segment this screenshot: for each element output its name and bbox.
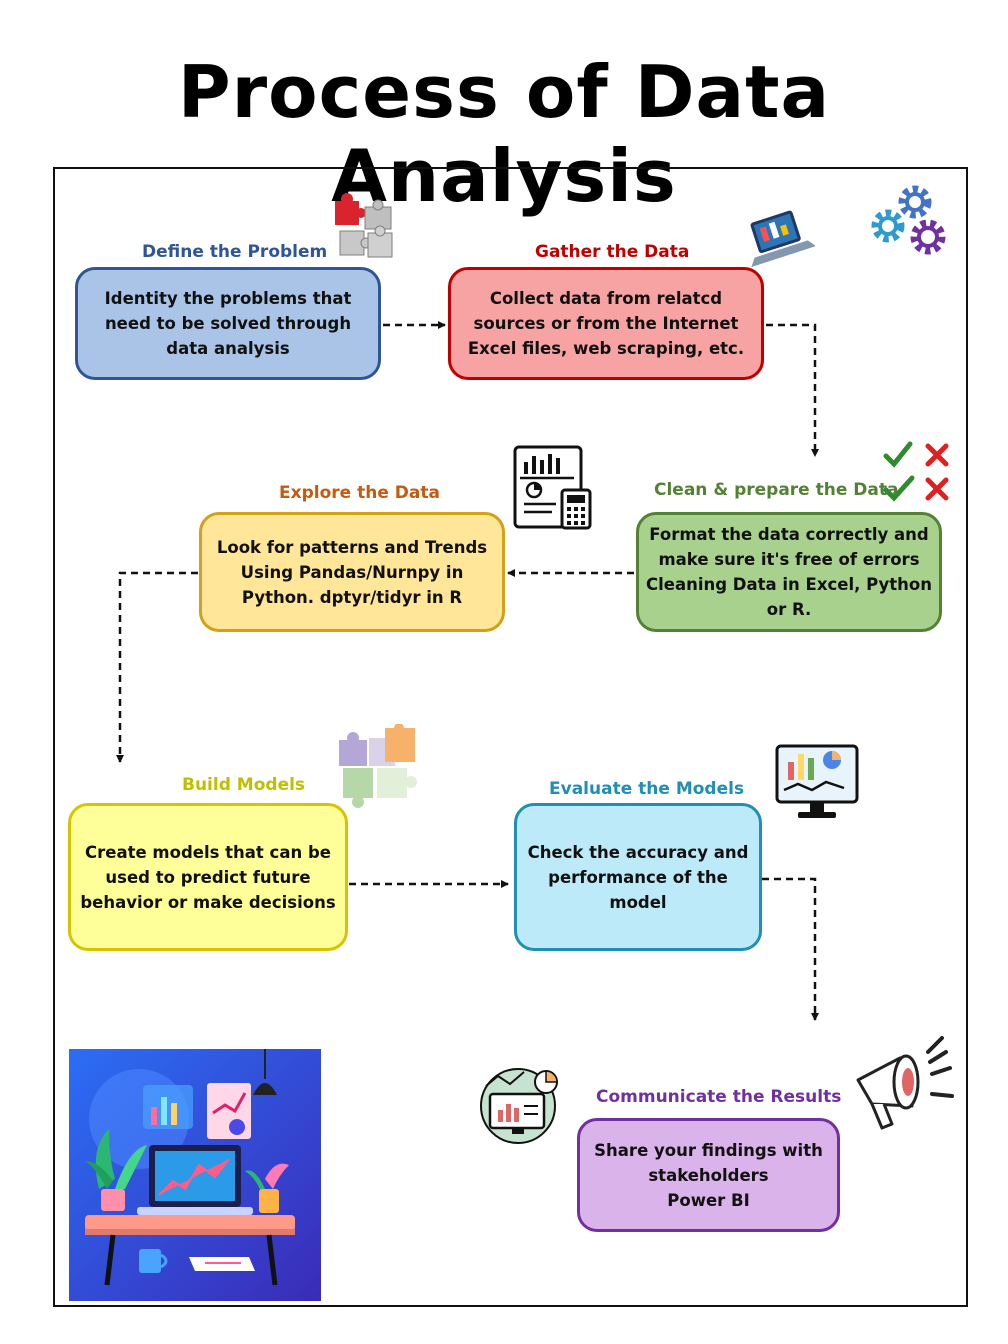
build-line: behavior or make decisions xyxy=(80,892,336,912)
monitor-chart-icon xyxy=(775,744,859,818)
colored-puzzle-icon xyxy=(339,724,417,808)
build-line: Create models that can be xyxy=(85,842,331,862)
check-cross-icon xyxy=(883,441,949,502)
communicate-box: Share your findings with stakeholders Po… xyxy=(577,1118,840,1232)
communicate-title: Communicate the Results xyxy=(596,1087,842,1107)
gather-line: sources or from the Internet xyxy=(473,314,739,333)
communicate-line: Share your findings with xyxy=(594,1140,823,1160)
clean-box: Format the data correctly and make sure … xyxy=(636,512,942,632)
define-box: Identity the problems that need to be so… xyxy=(75,267,381,380)
dashboard-badge-icon xyxy=(480,1068,558,1144)
clean-title: Clean & prepare the Data xyxy=(654,480,899,500)
gather-title: Gather the Data xyxy=(535,242,690,262)
megaphone-icon xyxy=(856,1036,954,1130)
build-box: Create models that can be used to predic… xyxy=(68,803,348,951)
explore-line: Using Pandas/Nurnpy in xyxy=(240,562,464,582)
communicate-line: Power BI xyxy=(667,1190,750,1210)
explore-line: Python. dptyr/tidyr in R xyxy=(241,587,463,607)
page-title: Process of Data Analysis xyxy=(177,50,831,218)
puzzle-pieces-icon xyxy=(335,193,393,258)
clean-line: make sure it's free of errors xyxy=(658,550,920,569)
report-calculator-icon xyxy=(513,445,592,530)
define-title: Define the Problem xyxy=(142,242,328,262)
evaluate-line: performance of the xyxy=(548,867,728,887)
build-title: Build Models xyxy=(182,775,306,795)
define-line: data analysis xyxy=(166,339,290,358)
explore-line: Look for patterns and Trends xyxy=(216,537,488,557)
gather-line: Excel files, web scraping, etc. xyxy=(467,339,745,358)
explore-box: Look for patterns and Trends Using Panda… xyxy=(199,512,505,632)
communicate-line: stakeholders xyxy=(648,1165,769,1185)
workspace-illustration xyxy=(69,1049,321,1301)
gear-icon xyxy=(871,185,946,255)
define-line: need to be solved through xyxy=(104,314,352,333)
clean-line: Format the data correctly and xyxy=(649,525,929,544)
evaluate-line: Check the accuracy and xyxy=(527,842,749,862)
clean-line: Cleaning Data in Excel, Python xyxy=(646,575,932,594)
explore-title: Explore the Data xyxy=(279,483,440,503)
build-line: used to predict future xyxy=(105,867,311,887)
diagram-frame xyxy=(53,167,968,1307)
define-line: Identity the problems that xyxy=(104,289,352,308)
evaluate-box: Check the accuracy and performance of th… xyxy=(514,803,762,951)
gather-line: Collect data from relatcd xyxy=(489,289,723,308)
evaluate-line: model xyxy=(609,892,667,912)
gather-box: Collect data from relatcd sources or fro… xyxy=(448,267,764,380)
laptop-icon xyxy=(750,210,815,268)
clean-line: or R. xyxy=(766,600,812,619)
evaluate-title: Evaluate the Models xyxy=(549,779,745,799)
